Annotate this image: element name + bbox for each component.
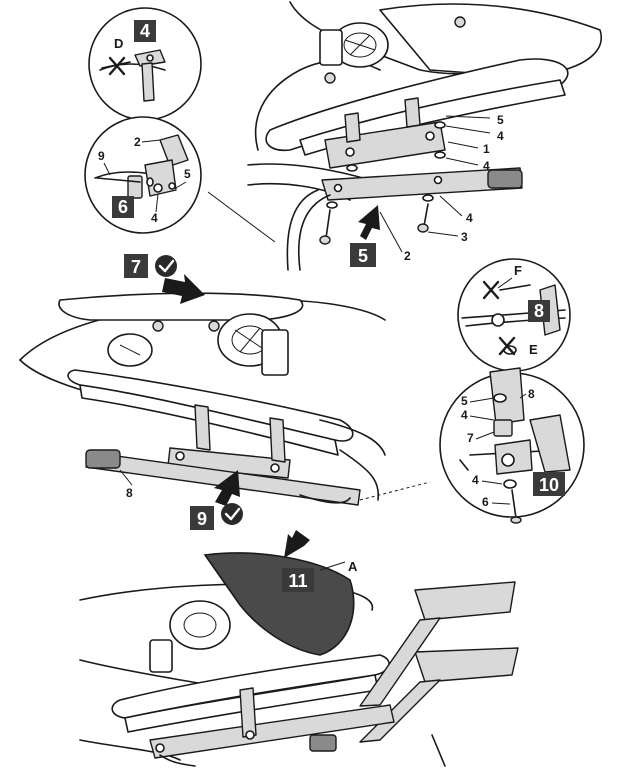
letter-d: D — [114, 36, 123, 51]
callout-3: 3 — [461, 230, 468, 244]
callout-5: 5 — [497, 113, 504, 127]
badge-step-6: 6 — [112, 196, 134, 218]
svg-text:11: 11 — [288, 571, 307, 591]
arrow-icon — [284, 530, 310, 558]
svg-text:9: 9 — [197, 509, 207, 529]
detail-circle-10: 5 8 4 7 4 6 10 — [439, 367, 585, 524]
callout-4: 4 — [483, 159, 490, 173]
badge-step-8: 8 — [528, 300, 550, 322]
bottom-motorcycle-view — [79, 530, 519, 767]
svg-text:8: 8 — [534, 301, 544, 321]
detail-circle-8: F E 8 — [457, 258, 571, 372]
cross-icon — [108, 56, 126, 76]
detail-circle-6: 2 9 5 4 6 — [84, 116, 202, 234]
callout-5: 5 — [184, 167, 191, 181]
callout-4: 4 — [497, 129, 504, 143]
callout-4: 4 — [461, 408, 468, 422]
badge-step-11: 11 — [282, 568, 314, 592]
middle-motorcycle-view — [19, 274, 431, 506]
callout-4: 4 — [466, 211, 473, 225]
callout-4: 4 — [472, 473, 479, 487]
badge-step-4: 4 — [134, 20, 156, 42]
callout-2: 2 — [404, 249, 411, 263]
badge-step-5: 5 — [350, 243, 376, 267]
callout-1: 1 — [483, 142, 490, 156]
callout-8: 8 — [528, 387, 535, 401]
callout-5: 5 — [461, 394, 468, 408]
badge-step-9: 9 — [190, 503, 243, 530]
badge-step-10: 10 — [533, 472, 565, 496]
top-callouts: 5 4 1 4 4 3 2 — [404, 113, 504, 263]
check-icon — [221, 503, 243, 525]
svg-text:7: 7 — [131, 257, 141, 277]
callout-7: 7 — [467, 431, 474, 445]
letter-e: E — [529, 342, 538, 357]
svg-text:5: 5 — [358, 246, 368, 266]
svg-text:4: 4 — [140, 21, 150, 41]
top-motorcycle-view — [207, 1, 603, 271]
detail-circle-4: D 4 — [88, 7, 202, 121]
callout-2: 2 — [134, 135, 141, 149]
check-icon — [155, 255, 177, 277]
arrow-icon — [162, 274, 205, 304]
arrow-icon — [358, 205, 380, 240]
svg-text:6: 6 — [118, 197, 128, 217]
letter-a: A — [348, 559, 358, 574]
callout-9: 9 — [98, 149, 105, 163]
letter-f: F — [514, 263, 522, 278]
callout-6: 6 — [482, 495, 489, 509]
cover-a — [203, 552, 355, 656]
cross-icon — [498, 336, 516, 356]
callout-8: 8 — [126, 486, 133, 500]
badge-step-7: 7 — [124, 254, 177, 278]
callout-4: 4 — [151, 211, 158, 225]
arrow-icon — [214, 470, 240, 506]
svg-text:10: 10 — [539, 475, 559, 495]
cross-icon — [482, 280, 500, 300]
